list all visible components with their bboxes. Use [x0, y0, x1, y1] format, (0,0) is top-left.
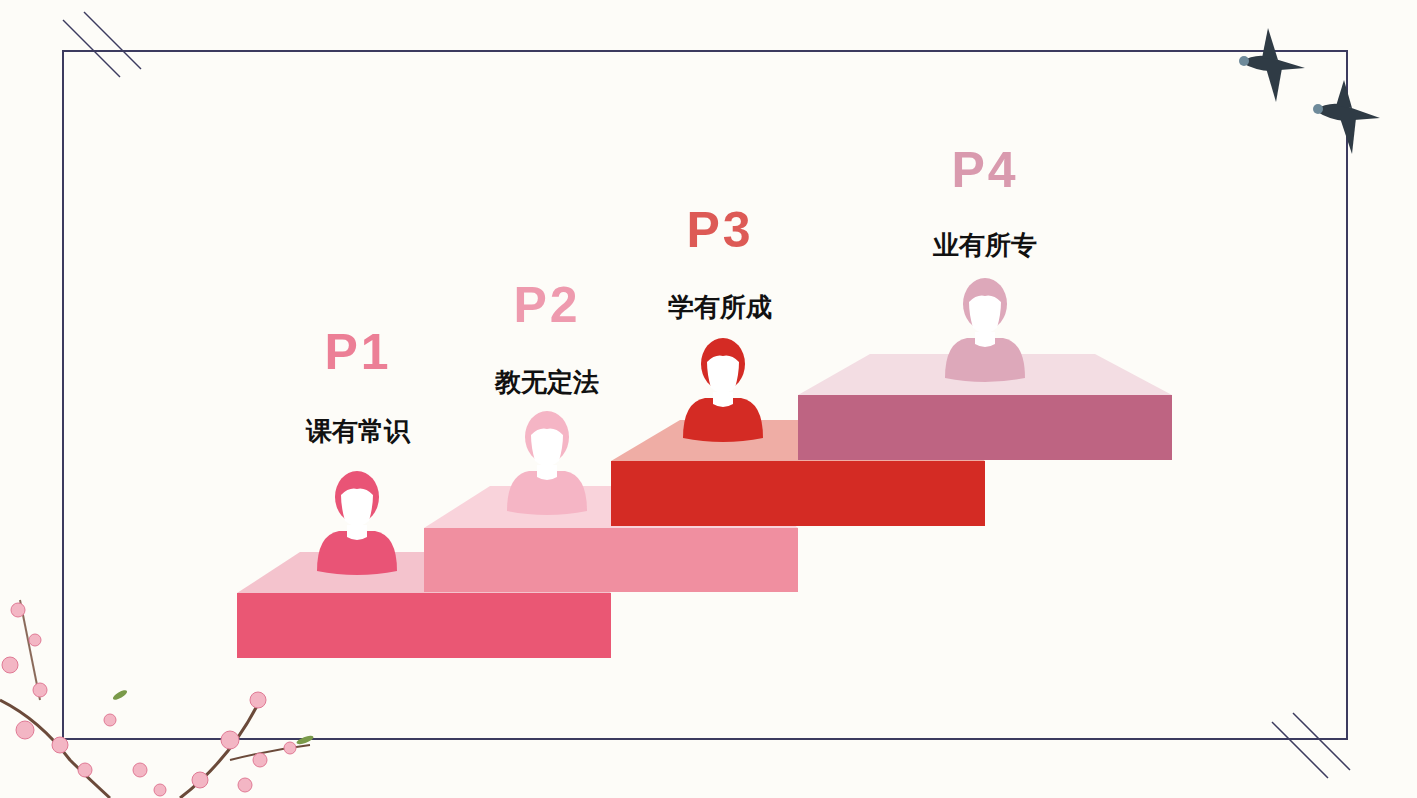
person-icon	[945, 278, 1025, 382]
birds	[1239, 28, 1380, 154]
person-icon	[317, 471, 397, 575]
step-node: P1 课有常识	[240, 322, 476, 447]
step-number: P1	[240, 322, 476, 382]
step-caption: 教无定法	[429, 366, 665, 398]
step-number: P4	[867, 140, 1103, 200]
step-caption: 学有所成	[602, 291, 838, 323]
step-caption: 业有所专	[867, 229, 1103, 261]
person-icon	[507, 411, 587, 515]
frame	[63, 51, 1347, 739]
step-node: P4 业有所专	[867, 140, 1103, 261]
step-node: P3 学有所成	[602, 200, 838, 323]
step-node: P2 教无定法	[429, 275, 665, 398]
step-number: P2	[429, 275, 665, 335]
step-number: P3	[602, 200, 838, 260]
corner-lines	[63, 12, 1350, 778]
step-caption: 课有常识	[240, 415, 476, 447]
blossom-branch	[0, 600, 314, 798]
person-icon	[683, 338, 763, 442]
